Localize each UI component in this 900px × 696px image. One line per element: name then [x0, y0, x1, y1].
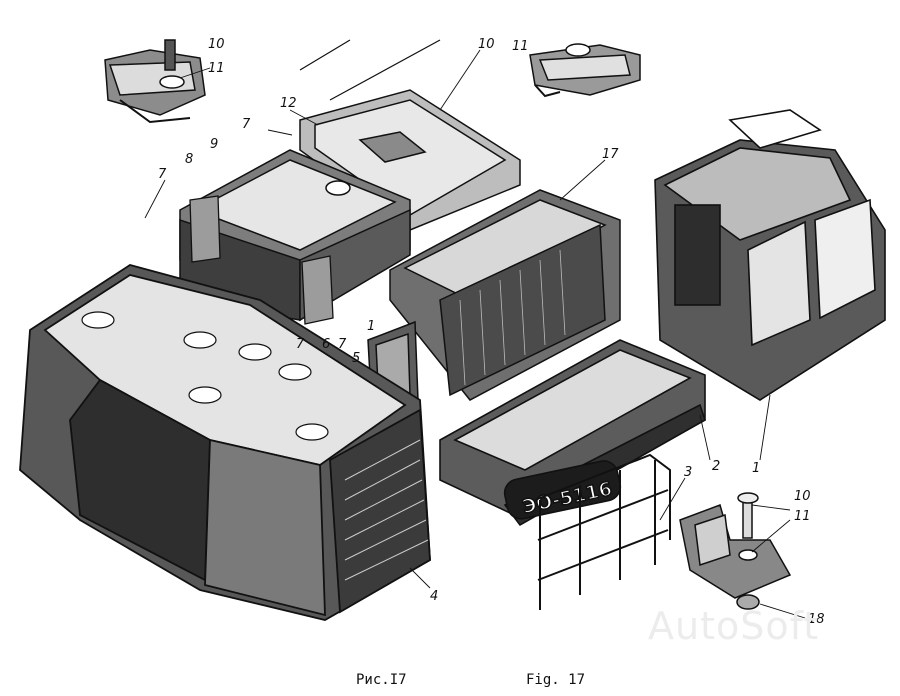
callout-7: 7 [158, 167, 167, 182]
callout-7: 7 [242, 117, 251, 132]
engine-hood-housing [19, 264, 431, 621]
caption-ru: Рис.I7 [356, 672, 407, 688]
watermark: AutoSoft [648, 604, 820, 648]
central-panel [389, 189, 621, 401]
callout-1: 1 [752, 461, 760, 476]
callout-12: 12 [280, 96, 297, 111]
callout-labels: 10 11 12 10 11 7 9 8 17 7 7 6 7 1 5 2 1 … [158, 37, 825, 627]
callout-8: 8 [185, 152, 193, 167]
hand-railing [534, 453, 671, 610]
leader-lines [144, 49, 806, 619]
callout-7: 7 [338, 337, 347, 352]
callout-2: 2 [712, 459, 720, 474]
callout-11: 11 [208, 61, 225, 76]
callout-6: 6 [322, 337, 330, 352]
callout-4: 4 [430, 589, 438, 604]
callout-1: 1 [367, 319, 375, 334]
callout-3: 3 [684, 465, 692, 480]
callout-17: 17 [602, 147, 619, 162]
callout-11: 11 [794, 509, 811, 524]
callout-9: 9 [210, 137, 218, 152]
bracket-detail-bottom-right [679, 492, 792, 610]
bracket-detail-top-right [529, 43, 641, 98]
callout-7: 7 [296, 337, 305, 352]
middle-box-section [179, 149, 411, 322]
callout-10: 10 [208, 37, 225, 52]
side-panel-6 [301, 255, 334, 325]
callout-10: 10 [478, 37, 495, 52]
operator-cab [654, 109, 886, 401]
callout-5: 5 [352, 351, 360, 366]
side-panel-8 [189, 195, 221, 263]
callout-11: 11 [512, 39, 529, 54]
caption-en: Fig. 17 [526, 672, 586, 688]
bracket-detail-top-left [104, 39, 206, 124]
callout-18: 18 [808, 612, 825, 627]
rear-hood-panel [299, 39, 521, 231]
callout-10: 10 [794, 489, 811, 504]
front-box-with-plate: ЭО-5116 [439, 339, 706, 527]
